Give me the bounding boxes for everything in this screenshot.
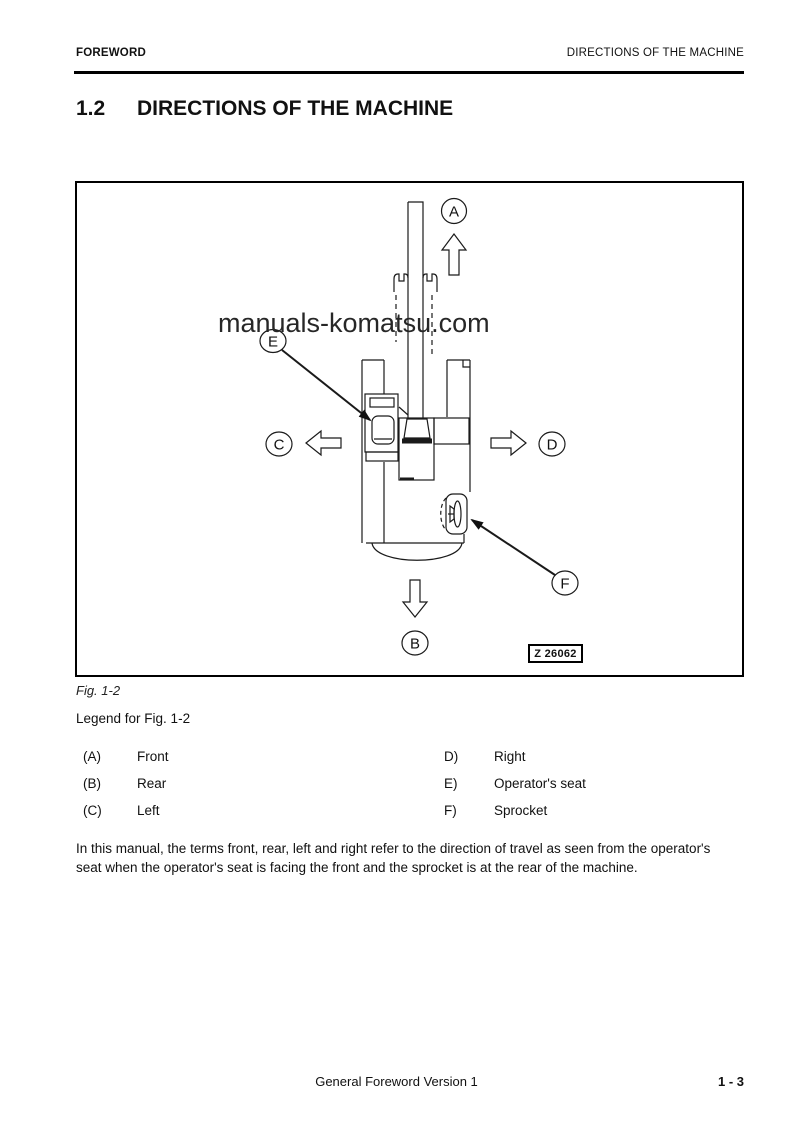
sprocket-wheel — [453, 500, 462, 528]
arrow-right — [490, 429, 527, 457]
label-circle-seat — [259, 328, 287, 354]
section-title-text: DIRECTIONS OF THE MACHINE — [137, 97, 454, 120]
arrow-left — [305, 429, 342, 457]
page-header: FOREWORD DIRECTIONS OF THE MACHINE — [76, 47, 744, 59]
boom-fork-left — [393, 273, 409, 292]
figure-frame: A B C D E F manuals-komatsu.com Z 26062 — [75, 181, 744, 677]
label-letter-seat: E — [268, 334, 278, 351]
label-circle-left — [265, 431, 293, 457]
section-title: 1.2 DIRECTIONS OF THE MACHINE — [76, 96, 453, 122]
label-circle-rear — [401, 630, 429, 656]
right-body-box — [433, 417, 470, 445]
legend-heading: Legend for Fig. 1-2 — [76, 711, 191, 726]
header-rule — [74, 71, 744, 74]
watermark-text: manuals-komatsu.com — [218, 308, 490, 338]
legend-value: Left — [137, 803, 160, 818]
right-track — [446, 359, 471, 492]
legend-key: D) — [444, 749, 459, 764]
seat-headrest — [369, 397, 395, 408]
legend-value: Operator's seat — [494, 776, 586, 791]
label-circle-front — [440, 197, 468, 225]
body-bottom-dome — [371, 542, 463, 561]
sprocket-housing — [445, 493, 468, 535]
operator-seat-shape — [371, 415, 395, 445]
figure-caption: Fig. 1-2 — [76, 683, 121, 698]
legend-key: (A) — [83, 749, 101, 764]
cab-dash — [398, 406, 409, 416]
body-bottom-right — [462, 534, 465, 544]
drawing-number-box: Z 26062 — [528, 644, 583, 663]
leader-operator-seat — [281, 349, 372, 422]
legend-key: E) — [444, 776, 458, 791]
left-track — [361, 359, 385, 543]
arrow-rear — [401, 579, 429, 618]
machine-direction-diagram: A B C D E F — [259, 197, 579, 656]
header-section-label: FOREWORD — [76, 47, 146, 59]
boom-foot — [403, 418, 431, 439]
label-letter-sprocket: F — [560, 576, 569, 593]
legend-key: (B) — [83, 776, 101, 791]
sprocket-dashed-arc — [440, 497, 447, 531]
body-paragraph: In this manual, the terms front, rear, l… — [76, 841, 711, 875]
center-body — [398, 417, 435, 481]
legend-value: Front — [137, 749, 169, 764]
seat-base — [365, 451, 399, 462]
label-letter-rear: B — [410, 636, 420, 653]
label-circle-sprocket — [551, 570, 579, 596]
legend-key: F) — [444, 803, 457, 818]
label-letter-right: D — [547, 437, 558, 454]
sprocket-hub — [449, 504, 455, 524]
arrow-front — [440, 233, 468, 276]
footer-title: General Foreword Version 1 — [315, 1074, 478, 1089]
legend-table: (A) Front D) Right (B) Rear E) Operator'… — [83, 750, 723, 818]
legend-key: (C) — [83, 803, 102, 818]
boom-outline — [407, 201, 424, 418]
label-circle-right — [538, 431, 566, 457]
label-letter-left: C — [274, 437, 285, 454]
leader-sprocket — [470, 518, 556, 576]
legend-value: Rear — [137, 776, 167, 791]
legend-value: Sprocket — [494, 803, 548, 818]
header-chapter-label: DIRECTIONS OF THE MACHINE — [566, 47, 744, 59]
section-number: 1.2 — [76, 97, 106, 120]
legend-value: Right — [494, 749, 526, 764]
boom-fork-right — [422, 273, 438, 292]
footer-page-number: 1 - 3 — [717, 1074, 744, 1089]
label-letter-front: A — [449, 204, 459, 221]
